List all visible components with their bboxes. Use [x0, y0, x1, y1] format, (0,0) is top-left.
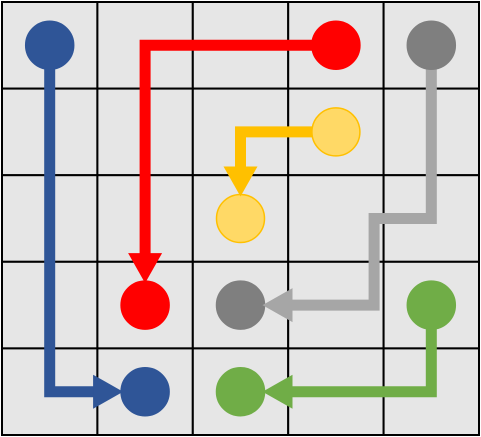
- flow-dot-yellow-end[interactable]: [215, 193, 266, 244]
- flow-arrowhead-yellow: [223, 166, 258, 197]
- flow-dot-red-start[interactable]: [311, 20, 361, 71]
- flow-line-green: [290, 305, 437, 398]
- flow-dot-yellow-start[interactable]: [311, 107, 361, 157]
- flow-arrowhead-gray: [262, 288, 293, 323]
- flow-line-gray: [290, 45, 437, 311]
- flow-line-yellow: [235, 126, 336, 169]
- flow-arrowhead-green: [262, 374, 293, 409]
- flow-endpoints: [24, 20, 457, 417]
- grid-cell-r2-c3[interactable]: [287, 174, 385, 263]
- flow-dot-blue-start[interactable]: [24, 20, 75, 71]
- flow-dot-green-start[interactable]: [406, 280, 457, 330]
- flow-dot-red-end[interactable]: [120, 280, 170, 330]
- flow-line-red: [139, 39, 336, 256]
- flow-dot-blue-end[interactable]: [120, 366, 170, 417]
- flow-arrowhead-blue: [93, 374, 124, 409]
- flow-arrowhead-red: [128, 253, 163, 284]
- flow-dot-green-end[interactable]: [215, 366, 266, 417]
- flow-dot-gray-end[interactable]: [215, 280, 266, 330]
- flow-dot-gray-start[interactable]: [406, 20, 457, 71]
- flow-paths: [44, 39, 437, 398]
- flow-line-blue: [44, 45, 96, 398]
